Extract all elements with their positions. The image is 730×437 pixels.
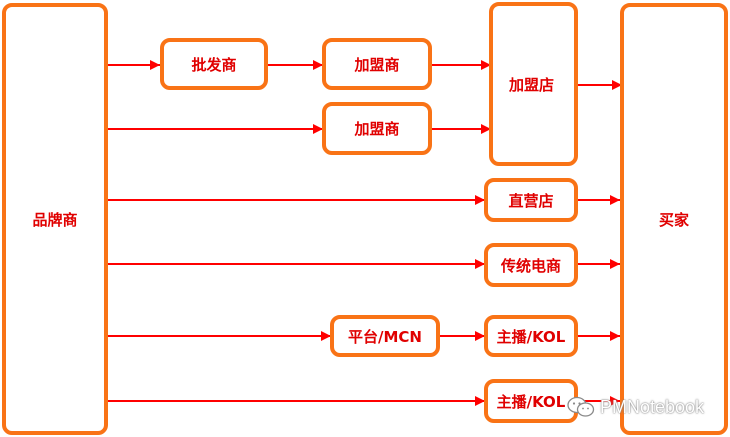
watermark: PMNotebook bbox=[566, 394, 704, 420]
node-wholesaler-label: 批发商 bbox=[191, 55, 237, 74]
node-franchisee-2-label: 加盟商 bbox=[354, 120, 400, 138]
node-wholesaler: 批发商 bbox=[160, 38, 268, 90]
node-brand: 品牌商 bbox=[2, 3, 108, 435]
wechat-icon bbox=[567, 396, 595, 417]
node-brand-label: 品牌商 bbox=[32, 210, 78, 229]
node-franchisee-1: 加盟商 bbox=[322, 38, 432, 90]
node-buyer: 买家 bbox=[620, 3, 728, 435]
node-traditional-ecommerce-label: 传统电商 bbox=[500, 256, 561, 275]
node-platform-mcn-label: 平台/MCN bbox=[348, 327, 422, 346]
node-anchor-kol-2-label: 主播/KOL bbox=[496, 392, 566, 411]
node-franchisee-2: 加盟商 bbox=[322, 102, 432, 155]
node-franchisee-1-label: 加盟商 bbox=[354, 55, 400, 74]
node-anchor-kol-1-label: 主播/KOL bbox=[496, 327, 566, 346]
node-direct-store-label: 直营店 bbox=[508, 191, 554, 210]
node-anchor-kol-2: 主播/KOL bbox=[484, 379, 578, 423]
node-platform-mcn: 平台/MCN bbox=[330, 315, 440, 357]
node-direct-store: 直营店 bbox=[484, 178, 578, 222]
node-traditional-ecommerce: 传统电商 bbox=[484, 243, 578, 287]
node-franchise-store-label: 加盟店 bbox=[509, 75, 555, 94]
node-anchor-kol-1: 主播/KOL bbox=[484, 315, 578, 357]
node-franchise-store: 加盟店 bbox=[489, 2, 578, 166]
watermark-text: PMNotebook bbox=[600, 396, 705, 417]
node-buyer-label: 买家 bbox=[658, 210, 689, 229]
